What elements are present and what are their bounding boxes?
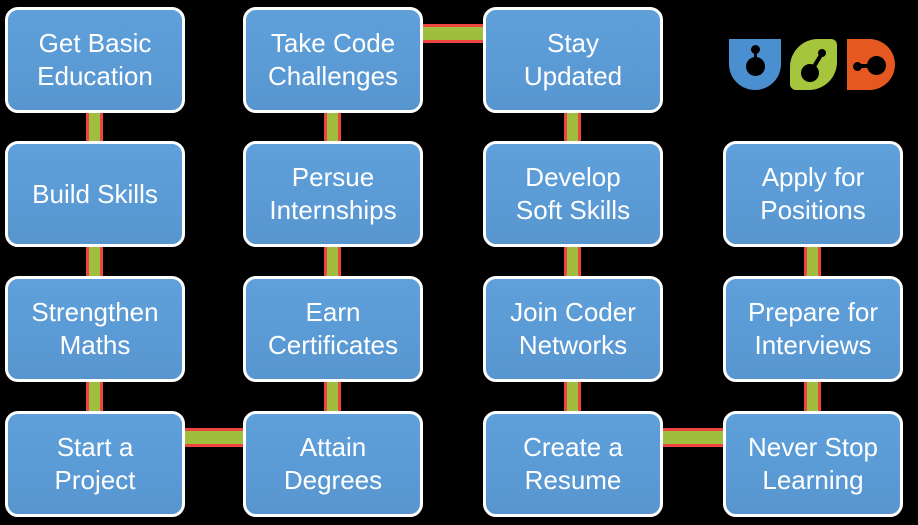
node-label: Start a Project (54, 432, 136, 495)
flow-node-apply-for-positions: Apply for Positions (723, 141, 903, 247)
node-label: Strengthen Maths (31, 297, 159, 360)
flow-node-attain-degrees: Attain Degrees (243, 411, 423, 517)
connector-segment (86, 110, 103, 146)
node-label: Persue Internships (269, 162, 397, 225)
flow-node-get-basic-education: Get Basic Education (5, 7, 185, 113)
connector-segment (324, 379, 341, 415)
connector-segment (324, 244, 341, 280)
connector-segment (564, 244, 581, 280)
connector-segment (324, 110, 341, 146)
connector-segment (804, 379, 821, 415)
node-label: Join Coder Networks (510, 297, 636, 360)
logo-leaf-icon (790, 39, 837, 90)
node-label: Stay Updated (523, 28, 623, 91)
flow-node-take-code-challenges: Take Code Challenges (243, 7, 423, 113)
node-label: Get Basic Education (37, 28, 153, 91)
flow-node-persue-internships: Persue Internships (243, 141, 423, 247)
flow-node-never-stop-learning: Never Stop Learning (723, 411, 903, 517)
flow-node-build-skills: Build Skills (5, 141, 185, 247)
node-label: Apply for Positions (760, 162, 866, 225)
connector-segment (86, 379, 103, 415)
node-label: Prepare for Interviews (747, 297, 879, 360)
node-label: Attain Degrees (283, 432, 383, 495)
flow-node-earn-certificates: Earn Certificates (243, 276, 423, 382)
flow-node-stay-updated: Stay Updated (483, 7, 663, 113)
node-label: Earn Certificates (267, 297, 399, 360)
logo-d-shield-icon (847, 39, 895, 90)
node-label: Create a Resume (523, 432, 623, 495)
logo-node-glyph (801, 63, 819, 82)
node-label: Take Code Challenges (267, 28, 399, 91)
connector-segment (180, 428, 248, 447)
node-label: Build Skills (32, 178, 158, 209)
connector-segment (804, 244, 821, 280)
logo-node-glyph (866, 56, 886, 75)
flow-node-create-a-resume: Create a Resume (483, 411, 663, 517)
flow-node-strengthen-maths: Strengthen Maths (5, 276, 185, 382)
connector-segment (660, 428, 728, 447)
logo-node-glyph (753, 49, 757, 63)
connector-segment (564, 110, 581, 146)
flow-node-develop-soft-skills: Develop Soft Skills (483, 141, 663, 247)
flow-node-start-a-project: Start a Project (5, 411, 185, 517)
flow-node-join-coder-networks: Join Coder Networks (483, 276, 663, 382)
node-label: Never Stop Learning (747, 432, 879, 495)
flow-node-prepare-for-interviews: Prepare for Interviews (723, 276, 903, 382)
node-label: Develop Soft Skills (515, 162, 631, 225)
connector-segment (564, 379, 581, 415)
connector-segment (420, 24, 488, 43)
connector-segment (86, 244, 103, 280)
logo-u-shield-icon (729, 39, 781, 90)
logo-node-glyph (745, 56, 765, 76)
